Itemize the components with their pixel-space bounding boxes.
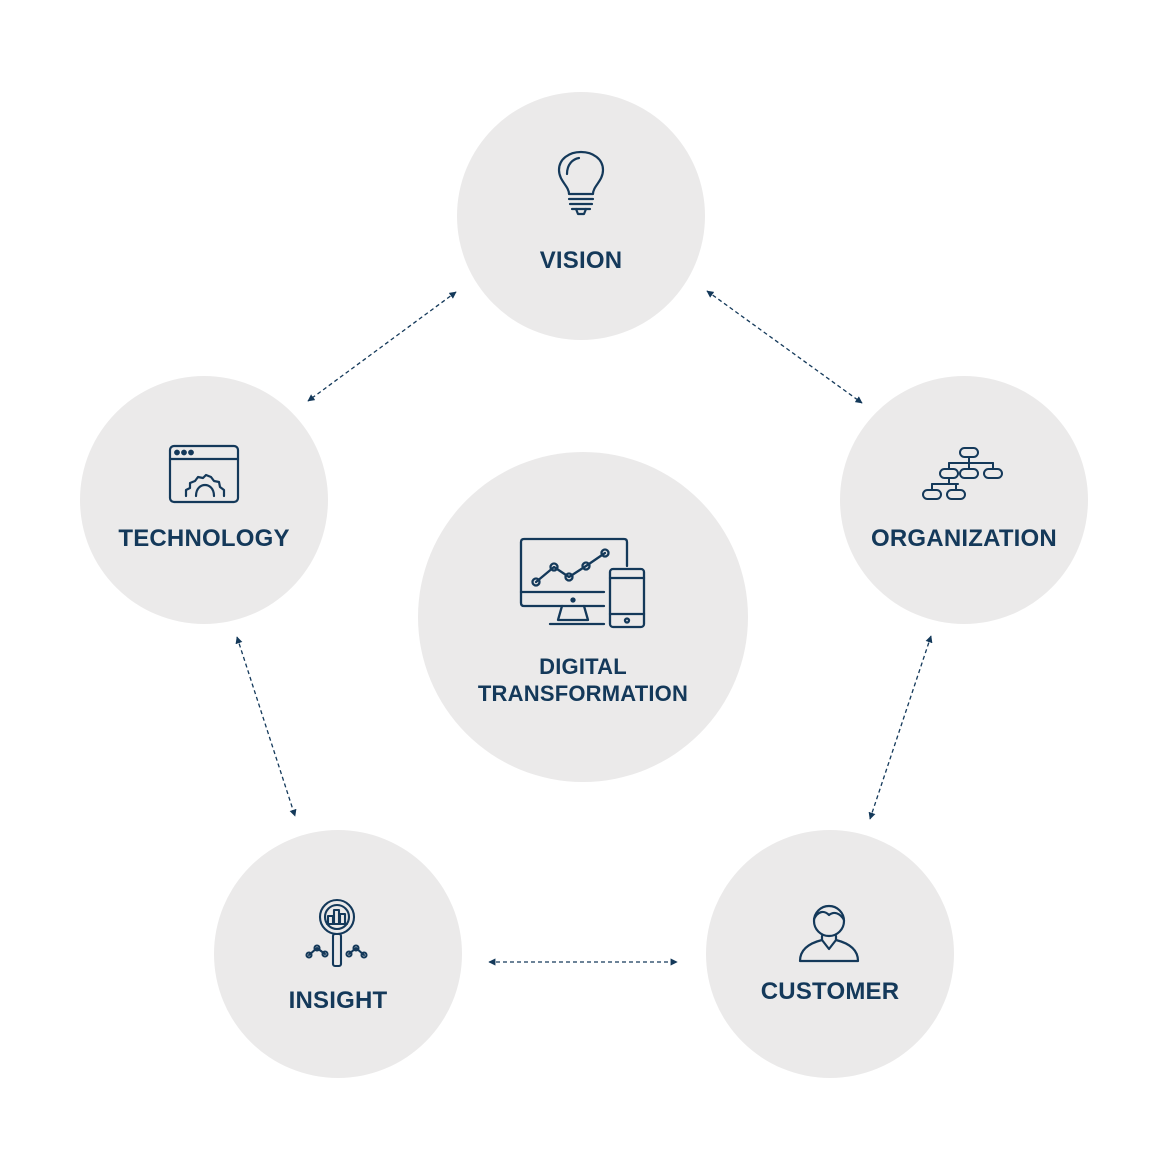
arrow-vision-technology <box>307 291 457 402</box>
node-label-organization: ORGANIZATION <box>871 525 1057 552</box>
node-label-insight: INSIGHT <box>288 987 388 1014</box>
arrow-organization-customer <box>868 635 933 820</box>
center-label: DIGITAL TRANSFORMATION <box>418 653 748 707</box>
node-customer: CUSTOMER <box>706 830 954 1078</box>
node-label-vision: VISION <box>539 247 623 274</box>
node-label-customer: CUSTOMER <box>760 978 900 1005</box>
node-insight: INSIGHT <box>214 830 462 1078</box>
lightbulb-icon <box>555 150 607 218</box>
devices-chart-icon <box>518 536 650 632</box>
magnifier-analytics-icon <box>304 898 370 970</box>
person-icon <box>796 902 862 964</box>
node-vision: VISION <box>457 92 705 340</box>
arrow-vision-organization <box>706 290 863 404</box>
node-organization: ORGANIZATION <box>840 376 1088 624</box>
org-chart-icon <box>920 446 1006 504</box>
node-digital-transformation: DIGITAL TRANSFORMATION <box>418 452 748 782</box>
node-technology: TECHNOLOGY <box>80 376 328 624</box>
browser-gear-icon <box>168 444 240 504</box>
center-label-line1: DIGITAL <box>539 654 627 679</box>
center-label-line2: TRANSFORMATION <box>477 681 689 706</box>
node-label-technology: TECHNOLOGY <box>118 525 290 552</box>
arrow-technology-insight <box>235 636 297 817</box>
